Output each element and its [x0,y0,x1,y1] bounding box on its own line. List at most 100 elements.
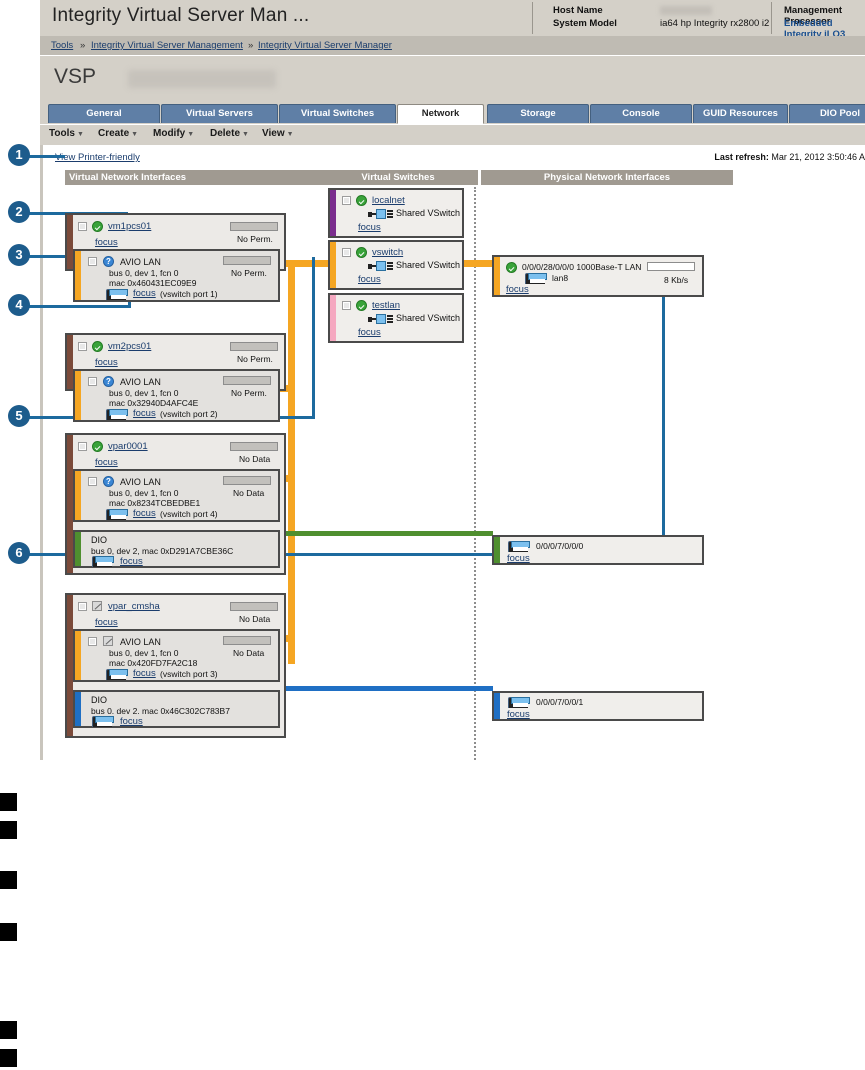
vnic-port: (vswitch port 1) [160,289,218,299]
tab-general[interactable]: General [48,104,160,123]
mgmt-processor-link[interactable]: Embedded Integrity iLO3 [784,18,846,40]
vm-focus-link[interactable]: focus [95,617,118,628]
vnic-mac: mac 0x460431EC09E9 [109,278,197,288]
vm-checkbox[interactable] [78,222,87,231]
vnic-focus-link[interactable]: focus [133,508,156,519]
vswitch-card-vswitch[interactable]: vswitch Shared VSwitch focus [328,240,464,290]
vswitch-checkbox[interactable] [342,301,351,310]
callout-line-3 [15,255,70,258]
last-refresh-label: Last refresh: [714,152,769,162]
breadcrumb-item-0[interactable]: Tools [51,40,74,51]
vswitch-icon [368,260,394,272]
tab-virtual-servers[interactable]: Virtual Servers [161,104,278,123]
dio-card-vpar-cmsha[interactable]: DIO bus 0. dev 2. mac 0x46C302C783B7 foc… [73,690,280,728]
vnic-card-vm1pcs01[interactable]: ? AVIO LAN bus 0, dev 1, fcn 0 mac 0x460… [73,249,280,302]
vswitch-name-link[interactable]: vswitch [372,247,404,258]
vnic-focus-link[interactable]: focus [133,288,156,299]
vm-name-link[interactable]: vpar_cmsha [108,601,160,612]
vm-name-link[interactable]: vm2pcs01 [108,341,152,352]
system-model-value: ia64 hp Integrity rx2800 i2 [660,18,770,29]
menu-modify[interactable]: Modify▼ [153,128,194,139]
host-name-label: Host Name [553,5,603,16]
callout-4: 4 [8,294,30,316]
vswitch-focus-link[interactable]: focus [358,327,381,338]
physical-nic-card-0-0-0-7-0-0-1[interactable]: 0/0/0/7/0/0/1 focus [492,691,704,721]
vm-checkbox[interactable] [78,442,87,451]
pnic-focus-link[interactable]: focus [507,709,530,720]
physical-nic-card-0-0-0-7-0-0-0[interactable]: 0/0/0/7/0/0/0 focus [492,535,704,565]
menu-delete[interactable]: Delete▼ [210,128,249,139]
vnic-focus-link[interactable]: focus [133,668,156,679]
nic-card-icon [92,716,114,727]
vswitch-card-testlan[interactable]: testlan Shared VSwitch focus [328,293,464,343]
vm-accent-edge [67,595,73,736]
tab-guid-resources[interactable]: GUID Resources [693,104,788,123]
network-topology-panel: View Printer-friendly Last refresh: Mar … [15,145,865,760]
vswitch-icon [368,208,394,220]
vnic-checkbox[interactable] [88,637,97,646]
tab-virtual-switches[interactable]: Virtual Switches [279,104,396,123]
dio-type: DIO [91,535,108,545]
vnic-bus: bus 0, dev 1, fcn 0 [109,648,179,658]
vm-usage-meter [230,222,278,231]
vswitch-accent-edge [330,295,336,341]
menu-tools[interactable]: Tools▼ [49,128,84,139]
vm-checkbox[interactable] [78,602,87,611]
view-printer-friendly-link[interactable]: View Printer-friendly [55,152,140,163]
vnic-checkbox[interactable] [88,257,97,266]
vnic-accent-edge [75,631,81,680]
page-marker-6 [0,1049,17,1067]
vnic-port: (vswitch port 2) [160,409,218,419]
status-ok-icon [356,247,367,258]
vm-focus-link[interactable]: focus [95,357,118,368]
pnic-focus-link[interactable]: focus [507,553,530,564]
chevron-down-icon: ▼ [187,131,195,138]
status-ok-icon [92,441,103,452]
nic-card-icon [508,541,530,552]
vswitch-name-link[interactable]: testlan [372,300,400,311]
callout-line-6-v [662,273,665,556]
vswitch-focus-link[interactable]: focus [358,222,381,233]
vnic-bus: bus 0, dev 1, fcn 0 [109,388,179,398]
vnic-checkbox[interactable] [88,377,97,386]
tab-dio-pool[interactable]: DIO Pool [789,104,865,123]
breadcrumb-item-2[interactable]: Integrity Virtual Server Manager [258,40,392,51]
vnic-card-vpar0001[interactable]: ? AVIO LAN bus 0, dev 1, fcn 0 mac 0x823… [73,469,280,522]
pnic-focus-link[interactable]: focus [506,284,529,295]
app-banner: Integrity Virtual Server Man ... Host Na… [40,0,865,40]
vnic-usage-meter [223,476,271,485]
vm-name-link[interactable]: vm1pcs01 [108,221,152,232]
vswitch-name-link[interactable]: localnet [372,195,405,206]
physical-nic-card-lan8[interactable]: 0/0/0/28/0/0/0 1000Base-T LAN lan8 8 Kb/… [492,255,704,297]
dio-card-vpar0001[interactable]: DIO bus 0, dev 2, mac 0xD291A7CBE36C foc… [73,530,280,568]
vswitch-focus-link[interactable]: focus [358,274,381,285]
vswitch-checkbox[interactable] [342,248,351,257]
vnic-usage-status: No Data [233,648,265,658]
vm-focus-link[interactable]: focus [95,457,118,468]
vswitch-checkbox[interactable] [342,196,351,205]
vnic-type: AVIO LAN [120,377,161,387]
vm-accent-edge [67,435,73,573]
tab-network[interactable]: Network [397,104,484,124]
vnic-card-vpar-cmsha[interactable]: AVIO LAN bus 0, dev 1, fcn 0 mac 0x420FD… [73,629,280,682]
dio-focus-link[interactable]: focus [120,716,143,727]
status-ok-icon [506,262,517,273]
vnic-card-vm2pcs01[interactable]: ? AVIO LAN bus 0, dev 1, fcn 0 mac 0x329… [73,369,280,422]
vnic-checkbox[interactable] [88,477,97,486]
menu-create[interactable]: Create▼ [98,128,138,139]
vswitch-card-localnet[interactable]: localnet Shared VSwitch focus [328,188,464,238]
left-rail [40,145,43,760]
pencil-icon [103,636,113,646]
tab-console[interactable]: Console [590,104,692,123]
vnic-focus-link[interactable]: focus [133,408,156,419]
menu-view[interactable]: View▼ [262,128,294,139]
breadcrumb-item-1[interactable]: Integrity Virtual Server Management [91,40,243,51]
tab-storage[interactable]: Storage [487,104,589,123]
vm-checkbox[interactable] [78,342,87,351]
callout-line-4-h [15,305,130,308]
vm-focus-link[interactable]: focus [95,237,118,248]
tab-bar: General Virtual Servers Virtual Switches… [40,102,865,124]
vm-name-link[interactable]: vpar0001 [108,441,148,452]
menu-bar: Tools▼ Create▼ Modify▼ Delete▼ View▼ [40,124,865,146]
dio-focus-link[interactable]: focus [120,556,143,567]
